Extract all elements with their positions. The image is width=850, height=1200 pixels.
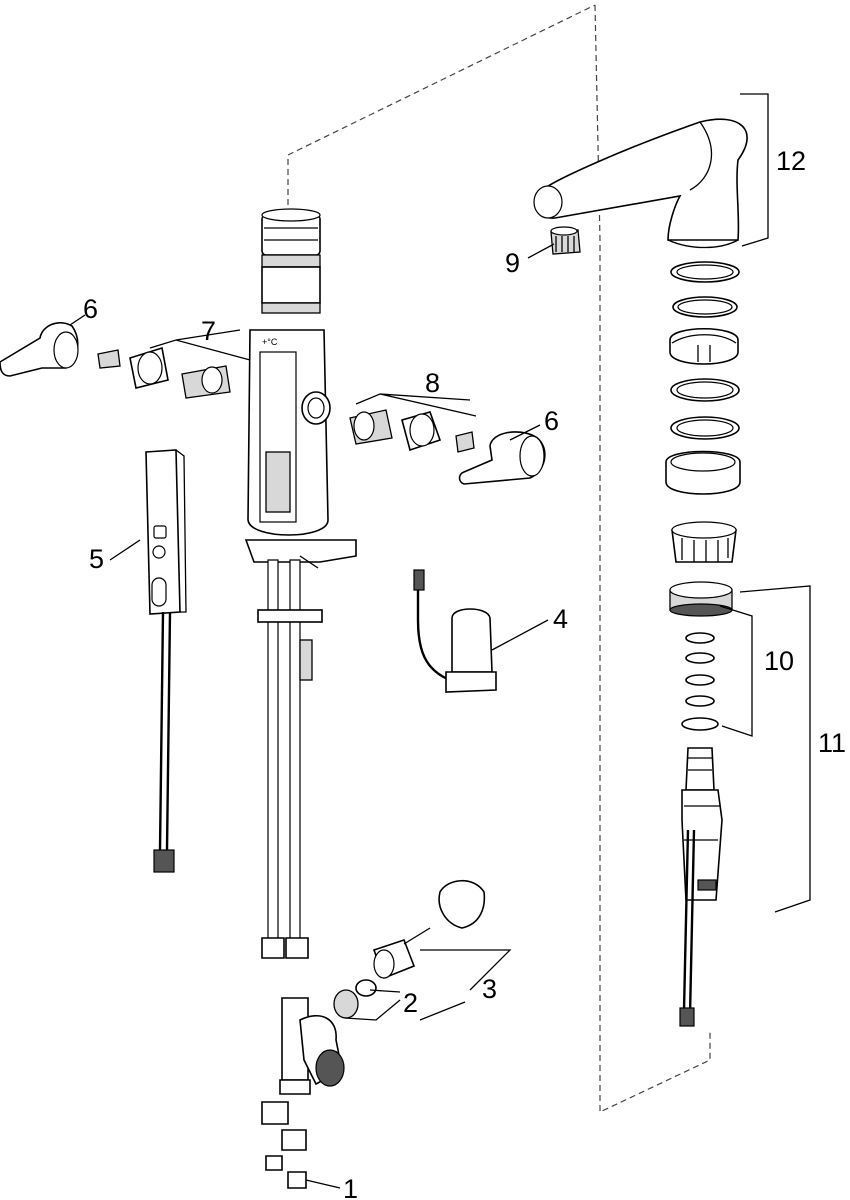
callout-7: 7 [201, 316, 216, 346]
leader-lines [69, 93, 811, 1189]
connection-fittings [261, 1101, 307, 1189]
spout-part [533, 118, 748, 249]
supply-hoses [257, 559, 323, 959]
callout-11: 11 [818, 728, 846, 758]
aerator-part [550, 226, 581, 255]
angle-valve [279, 997, 345, 1095]
control-panel [145, 449, 187, 873]
callout-numbers: 1 2 3 4 5 6 6 7 8 9 10 11 12 [83, 146, 846, 1200]
callout-10: 10 [764, 646, 794, 676]
cartridge-nut [671, 521, 737, 563]
valve-set-right [349, 409, 475, 453]
handle-left [0, 322, 79, 377]
callout-3: 3 [482, 974, 497, 1004]
seal-rings-stack [665, 261, 741, 495]
callout-9: 9 [505, 248, 520, 278]
callout-8: 8 [425, 368, 440, 398]
mixer-body: +°C [244, 208, 357, 569]
o-rings-set [681, 632, 719, 731]
check-valve-assembly [333, 879, 486, 1019]
svg-text:+°C: +°C [262, 337, 278, 347]
callout-2: 2 [403, 988, 418, 1018]
callout-6-left: 6 [83, 294, 98, 324]
sensor-module [413, 569, 497, 693]
callout-6-right: 6 [544, 406, 559, 436]
valve-set-left [97, 346, 231, 399]
callout-4: 4 [553, 604, 568, 634]
callout-1: 1 [343, 1174, 358, 1200]
callout-12: 12 [776, 146, 806, 176]
threaded-ring [669, 581, 733, 617]
callout-5: 5 [89, 544, 104, 574]
valve-cartridge [679, 747, 723, 1027]
handle-right [458, 431, 546, 485]
